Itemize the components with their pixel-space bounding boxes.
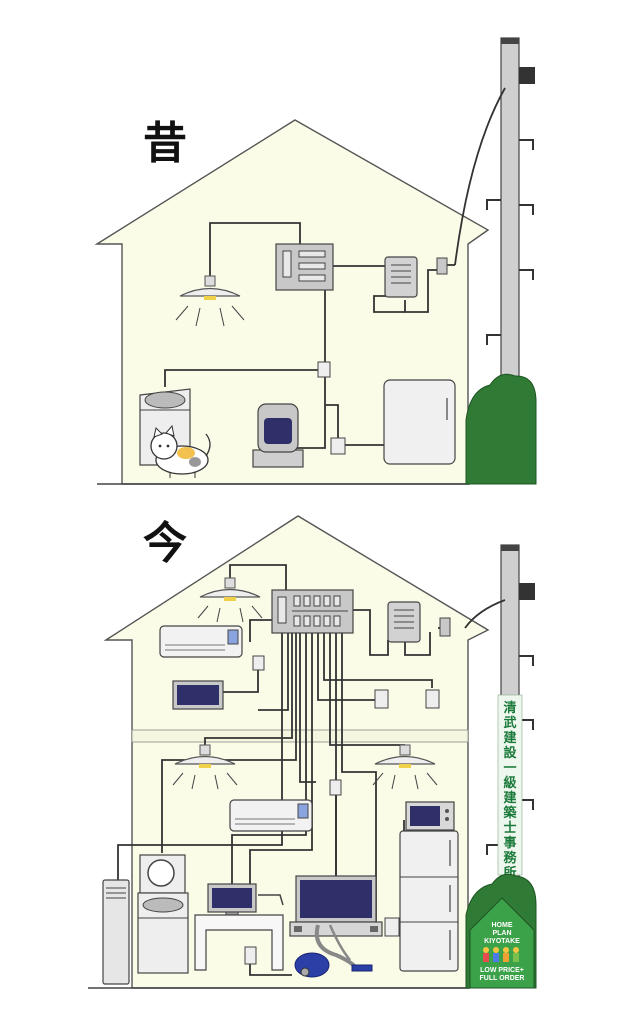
switch-icon bbox=[252, 655, 265, 671]
now-section: 今 清 武 建 設 一 級 建 築 士 事 務 所 bbox=[88, 515, 537, 989]
pole-banner-char: 事 bbox=[503, 835, 516, 851]
washer-icon bbox=[137, 854, 189, 974]
sign-line1: HOME bbox=[492, 922, 513, 929]
breaker-panel-icon bbox=[275, 243, 334, 291]
outlet-icon bbox=[384, 917, 400, 937]
fridge-icon bbox=[399, 830, 459, 972]
microwave-icon bbox=[405, 801, 455, 831]
pole-banner bbox=[497, 694, 523, 876]
label-now: 今 bbox=[143, 518, 187, 569]
pole-banner-char: 武 bbox=[503, 715, 516, 731]
meter-icon bbox=[387, 601, 421, 643]
pole-banner-char: 級 bbox=[503, 775, 516, 791]
utility-pole-icon bbox=[486, 37, 535, 447]
lamp-icon bbox=[172, 744, 238, 790]
pole-banner-char: 務 bbox=[503, 850, 517, 866]
fridge-icon bbox=[383, 379, 456, 465]
computer-icon bbox=[194, 883, 284, 971]
pole-banner-char: 建 bbox=[503, 730, 516, 746]
pole-banner-text: 清 武 建 設 一 級 建 築 士 事 務 所 bbox=[502, 700, 517, 881]
pole-banner-char: 設 bbox=[503, 745, 517, 761]
lamp-icon bbox=[372, 744, 438, 790]
pole-banner-char: 一 bbox=[503, 761, 516, 776]
service-entrance-icon bbox=[439, 617, 451, 637]
utility-pole-icon bbox=[486, 544, 535, 891]
breaker-panel-icon bbox=[271, 589, 354, 634]
sign-line2: PLAN bbox=[492, 930, 511, 937]
service-entrance-icon bbox=[436, 257, 448, 275]
pole-banner-char: 清 bbox=[503, 700, 516, 716]
switch-icon bbox=[329, 779, 342, 796]
people-icon bbox=[483, 947, 519, 962]
sign-line5: FULL ORDER bbox=[480, 975, 525, 982]
pole-banner-char: 築 bbox=[502, 805, 517, 821]
cat-icon bbox=[150, 424, 211, 478]
outlet-icon bbox=[374, 689, 389, 709]
tv-icon bbox=[252, 403, 304, 468]
vacuum-icon bbox=[294, 924, 373, 978]
meter-icon bbox=[384, 256, 418, 298]
switch-icon bbox=[317, 361, 331, 378]
pole-banner-char: 建 bbox=[503, 790, 516, 806]
lamp-icon bbox=[197, 577, 263, 623]
outlet-icon bbox=[425, 689, 440, 709]
bush-icon bbox=[465, 373, 537, 485]
sign-line3: KIYOTAKE bbox=[484, 938, 520, 945]
pole-banner-char: 士 bbox=[503, 820, 516, 836]
air-conditioner-icon bbox=[229, 799, 313, 832]
lamp-icon bbox=[175, 275, 245, 327]
label-before: 昔 bbox=[143, 118, 187, 169]
before-section: 昔 bbox=[94, 37, 537, 485]
tv-icon bbox=[172, 680, 224, 710]
air-conditioner-icon bbox=[159, 625, 243, 658]
outlet-icon bbox=[330, 437, 346, 455]
water-heater-icon bbox=[102, 879, 130, 985]
outlet-icon bbox=[244, 946, 257, 965]
tv-icon bbox=[289, 875, 383, 937]
signboard: HOME PLAN KIYOTAKE LOW PRICE+ FULL ORDER bbox=[469, 897, 535, 989]
sign-line4: LOW PRICE+ bbox=[480, 967, 524, 974]
